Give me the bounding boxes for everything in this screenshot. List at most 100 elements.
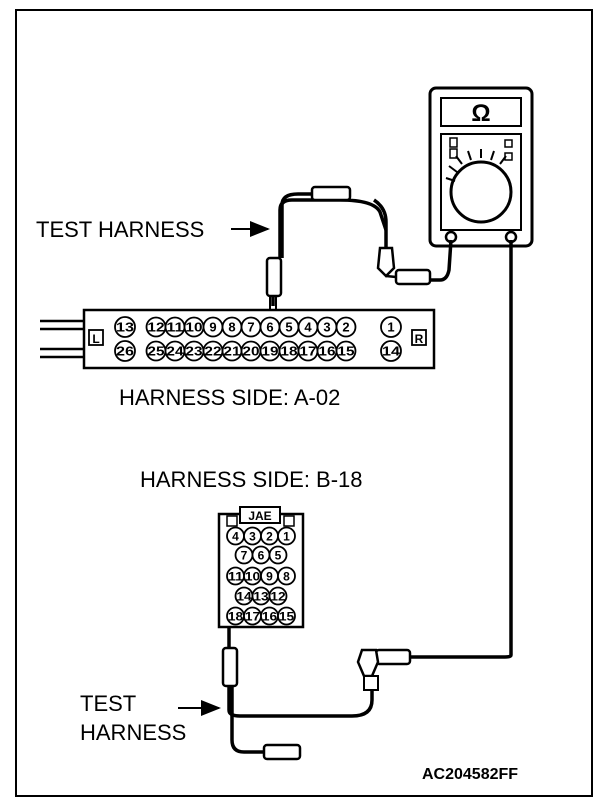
bottom-harness-branch (230, 686, 264, 754)
clip-joint (385, 274, 397, 279)
pin-4-label: 4 (304, 320, 312, 335)
pin-14-label: 14 (382, 344, 401, 359)
pin-23-label: 23 (185, 344, 202, 359)
ohm-symbol: Ω (471, 100, 490, 127)
bottom-harness-wire (227, 672, 374, 718)
alligator-clip-bottom (356, 648, 380, 678)
connector-a02-body (82, 308, 436, 370)
pin-15-circle (277, 606, 296, 626)
range-indicator (449, 148, 458, 159)
ohmmeter-display (440, 97, 522, 127)
connector-b18-brand: JAE (248, 509, 271, 523)
meter-lead-left (430, 239, 453, 282)
pin-8-label: 8 (228, 320, 235, 335)
dial-tick (467, 150, 472, 161)
meter-probe-plug-bottom (374, 648, 412, 666)
pin-1-circle (380, 316, 402, 338)
meter-lead-right (410, 240, 513, 659)
harness-probe-bottom (221, 646, 239, 688)
dial-tick (499, 155, 507, 165)
connector-b18-brand-box (239, 506, 281, 524)
pin-13-label: 13 (253, 589, 269, 603)
pin-11-label: 11 (166, 320, 183, 335)
pin-2-label: 2 (266, 529, 273, 543)
pin-16-label: 16 (262, 609, 278, 623)
pin-9-label: 9 (266, 569, 273, 583)
bottom-clip-connection (356, 648, 412, 691)
meter-probe-plug-top (394, 268, 432, 286)
top-harness-lead (372, 198, 388, 248)
pin-17-label: 17 (245, 609, 261, 623)
clip-boot (363, 675, 379, 691)
connector-a02-pins: 1326114122511241023922821720619518417316… (114, 316, 402, 362)
pin-20-label: 20 (242, 344, 259, 359)
pin-3-label: 3 (249, 529, 256, 543)
top-harness-wire (278, 198, 388, 258)
pin-11-label: 11 (228, 569, 244, 583)
pin-26-label: 26 (116, 344, 134, 359)
pin-2-circle (335, 316, 357, 338)
alligator-clip-top (376, 246, 396, 278)
test-harness-label-top: TEST HARNESS (36, 217, 204, 242)
range-indicator (449, 137, 458, 148)
pin-13-circle (114, 316, 136, 338)
pin-15-label: 15 (279, 609, 295, 623)
pin-12-label: 12 (270, 589, 286, 603)
dial-tick (445, 177, 456, 182)
pin-21-label: 21 (223, 344, 240, 359)
top-harness-branch (280, 192, 312, 258)
test-harness-label-bottom-1: TEST (80, 691, 136, 716)
pin-5-label: 5 (275, 548, 282, 562)
connector-b18-lock (226, 515, 238, 527)
pin-7-label: 7 (241, 548, 248, 562)
pin-13-label: 13 (116, 320, 134, 335)
harness-probe-top (265, 256, 283, 298)
pin-18-label: 18 (228, 609, 244, 623)
range-selector-dial (449, 160, 513, 224)
connector-a02: L R 132611412251124102392282172061951841… (40, 308, 436, 370)
test-harness-label-bottom-2: HARNESS (80, 720, 186, 745)
dial-tick (490, 150, 495, 161)
bottom-harness-plug (221, 646, 302, 761)
connector-tag-right (411, 329, 427, 346)
pin-6-label: 6 (258, 548, 265, 562)
pin-25-label: 25 (147, 344, 164, 359)
pin-5-label: 5 (285, 320, 292, 335)
pin-12-circle (268, 586, 288, 606)
connector-tag-left (88, 329, 104, 346)
pin-6-label: 6 (266, 320, 273, 335)
pin-8-label: 8 (283, 569, 290, 583)
pin-14-circle (380, 340, 402, 362)
pin-17-label: 17 (299, 344, 316, 359)
harness-side-b-label: HARNESS SIDE: B-18 (140, 467, 363, 492)
pin-1-label: 1 (283, 529, 290, 543)
harness-side-a-label: HARNESS SIDE: A-02 (119, 385, 340, 410)
pin-2-label: 2 (342, 320, 349, 335)
meter-leads (227, 192, 513, 754)
pin-3-label: 3 (323, 320, 330, 335)
pin-10-label: 10 (245, 569, 261, 583)
connector-b18-lock (283, 515, 295, 527)
dial-tick (455, 155, 463, 165)
pin-10-label: 10 (185, 320, 202, 335)
pin-7-label: 7 (247, 320, 254, 335)
dial-tick (448, 165, 458, 173)
pin-12-label: 12 (147, 320, 164, 335)
figure-frame (15, 9, 593, 797)
pin-18-label: 18 (280, 344, 297, 359)
pin-15-label: 15 (337, 344, 354, 359)
pin-15-circle (335, 340, 357, 362)
pin-9-label: 9 (209, 320, 216, 335)
range-indicator (504, 139, 513, 148)
pin-19-label: 19 (261, 344, 278, 359)
pin-8-circle (277, 566, 296, 586)
figure-code: AC204582FF (422, 766, 518, 783)
harness-plug-bottom (262, 743, 302, 761)
pin-26-circle (114, 340, 136, 362)
connector-tag-right-label: R (415, 332, 424, 346)
pin-24-label: 24 (166, 344, 184, 359)
